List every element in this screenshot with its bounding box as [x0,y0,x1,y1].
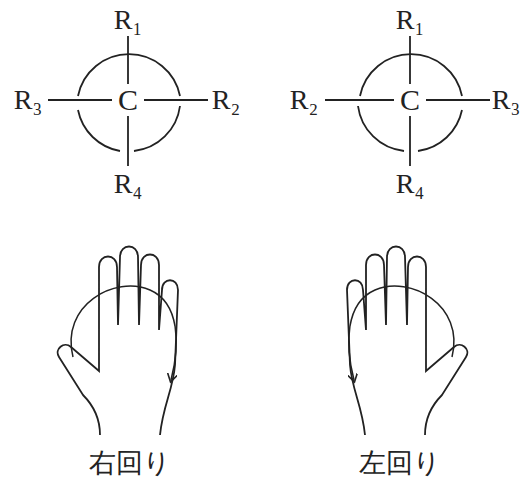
substituent-label: R₂ [212,86,240,114]
rotation-arc [134,106,180,151]
bond-line [127,36,129,84]
rotation-arc [78,110,120,151]
rotation-arc [418,110,462,151]
bond-line [325,99,394,101]
caption-label: 右回り [89,450,171,477]
substituent-label: R₁ [114,6,142,34]
bond-line [127,116,129,166]
substituent-label: R₄ [396,170,424,198]
bond-line [409,36,411,84]
right-hand [58,247,178,436]
substituent-label: R₃ [14,86,42,114]
bond-line [144,99,208,101]
bond-line [409,116,411,166]
carbon-label: C [118,85,138,115]
left-hand [347,247,467,436]
substituent-label: R₄ [114,170,142,198]
carbon-label: C [400,85,420,115]
bond-line [426,99,490,101]
rotation-arc [358,106,404,151]
substituent-label: R₃ [492,86,520,114]
substituent-label: R₁ [396,6,424,34]
bond-line [48,99,112,101]
substituent-label: R₂ [290,86,318,114]
caption-label: 左回り [359,450,441,477]
